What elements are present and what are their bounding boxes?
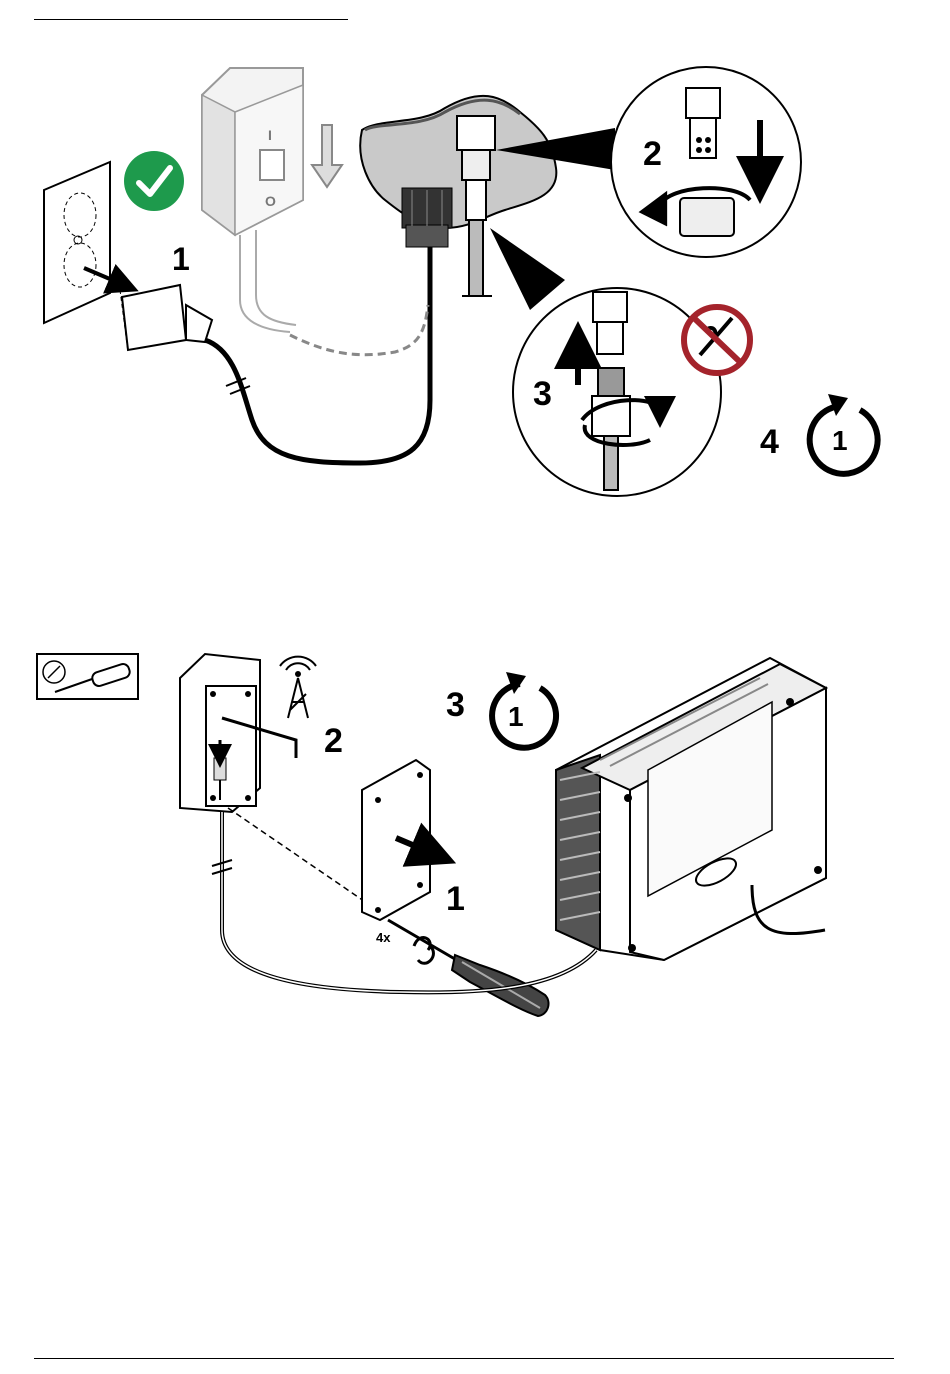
callout-disconnect xyxy=(611,67,801,257)
screwdriver-tool-icon xyxy=(37,654,138,699)
step-4-label: 4 xyxy=(760,423,779,461)
check-icon xyxy=(124,151,184,211)
repeat-icon-fig2: 1 xyxy=(492,672,556,748)
junction-box xyxy=(180,654,260,812)
wall-outlet xyxy=(44,162,110,323)
screw-count-label: 4x xyxy=(376,930,391,945)
step-1-label: 1 xyxy=(172,241,190,277)
access-cover xyxy=(362,760,434,920)
step-1-label-fig2: 1 xyxy=(446,880,465,918)
cover-dashed-guide xyxy=(228,808,380,912)
cable-dashed xyxy=(290,305,428,355)
switch-down-arrow-icon xyxy=(312,125,342,187)
controller-unit xyxy=(556,658,826,960)
step-2-label-fig2: 2 xyxy=(324,722,343,760)
step-2-label: 2 xyxy=(643,135,662,173)
zoom-beam-3 xyxy=(490,228,565,310)
repeat-icon: 1 xyxy=(810,394,878,474)
repeat-badge-fig2: 1 xyxy=(508,701,524,732)
bottom-rule xyxy=(34,1358,894,1359)
breaker-wire xyxy=(240,230,296,332)
figure-install-antenna: 2 3 1 1 4x xyxy=(0,630,950,1050)
repeat-badge-1: 1 xyxy=(832,425,848,456)
cable-gland xyxy=(402,188,452,247)
antenna-icon xyxy=(280,657,316,718)
power-plug xyxy=(120,285,212,352)
step-3-label: 3 xyxy=(533,375,552,413)
figure-disconnect-sensor: 1 I O xyxy=(0,0,950,520)
step-3-label-fig2: 3 xyxy=(446,686,465,724)
switch-off-label: O xyxy=(265,193,276,209)
switch-on-label: I xyxy=(268,127,272,143)
no-wrench-icon xyxy=(684,307,750,373)
screwdriver xyxy=(388,920,549,1016)
circuit-breaker: I O xyxy=(202,68,303,235)
